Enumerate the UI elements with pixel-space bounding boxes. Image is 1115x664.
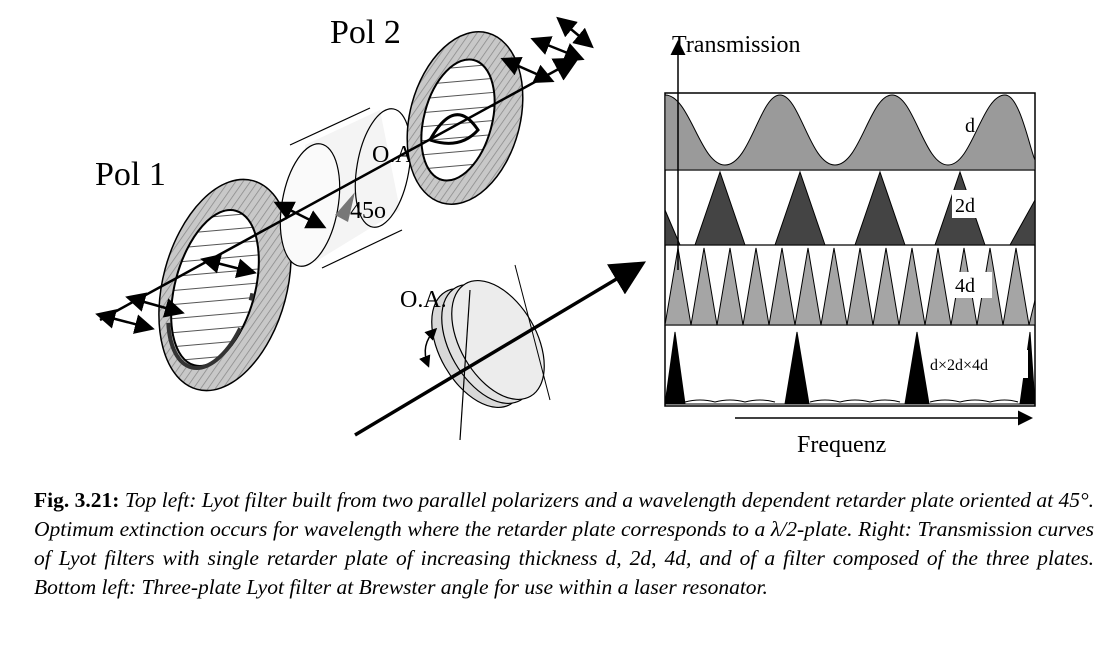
row-label-2d: 2d xyxy=(955,195,975,217)
transmission-plot: d 2d 4d d×2d×4d xyxy=(664,92,1036,407)
pol2-label: Pol 2 xyxy=(330,14,401,51)
x-axis-label: Frequenz xyxy=(797,432,886,458)
oa-bottom-label: O.A. xyxy=(400,287,447,313)
row-label-combined: d×2d×4d xyxy=(930,357,988,374)
row-label-4d: 4d xyxy=(955,275,975,297)
lyot-filter-figure: Pol 1 45o O.A Pol 2 O.A. xyxy=(95,14,1036,458)
retarder-plate xyxy=(279,107,412,269)
brewster-plate-stack xyxy=(431,264,551,441)
curve-2d xyxy=(664,170,1036,246)
curve-4d xyxy=(664,247,1036,326)
caption-lead: Fig. 3.21: xyxy=(34,488,120,512)
figure-caption: Fig. 3.21: Top left: Lyot filter built f… xyxy=(34,486,1094,602)
curve-d xyxy=(664,94,1036,171)
angle-wedge xyxy=(335,192,355,222)
rotation-arrow xyxy=(419,327,438,368)
y-axis-label: Transmission xyxy=(672,32,800,58)
angle-label: 45o xyxy=(350,198,386,224)
pol1-label: Pol 1 xyxy=(95,156,166,193)
oa-top-label: O.A xyxy=(372,142,413,168)
row-label-d: d xyxy=(965,115,975,137)
curve-combined xyxy=(664,331,1036,405)
caption-text: Top left: Lyot filter built from two par… xyxy=(34,488,1094,599)
beam-path xyxy=(95,16,594,334)
laser-beam xyxy=(354,261,647,437)
polarizer-2 xyxy=(406,31,524,205)
